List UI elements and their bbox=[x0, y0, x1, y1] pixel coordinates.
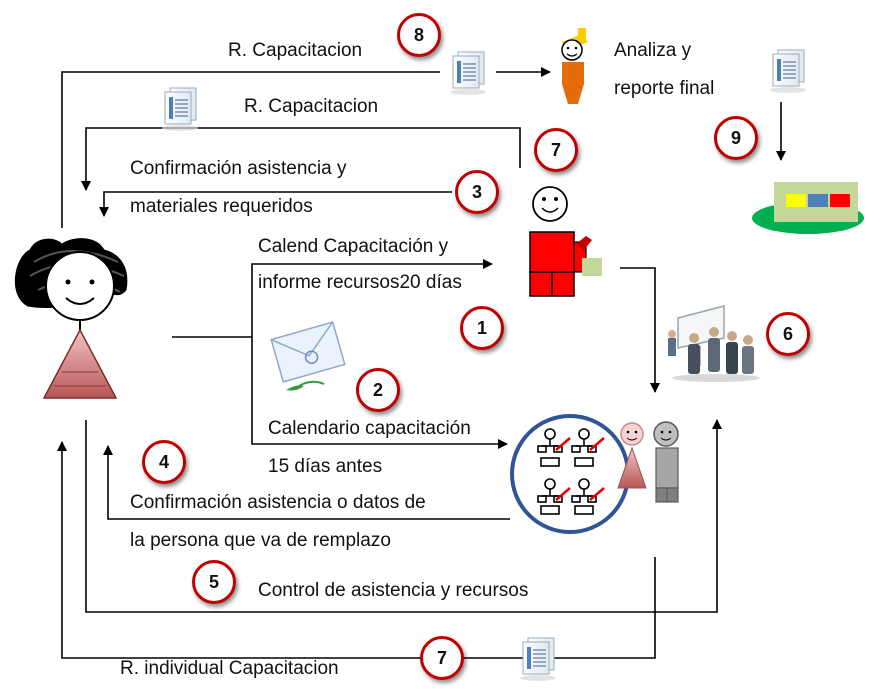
participant-man-icon bbox=[653, 421, 679, 503]
org-chart-icon bbox=[571, 478, 597, 515]
participants-group bbox=[510, 414, 630, 534]
org-chart-icon bbox=[537, 428, 563, 467]
label-calendario-capacitacion: Calendario capacitación bbox=[268, 418, 471, 439]
label-r-individual: R. individual Capacitacion bbox=[120, 658, 339, 679]
envelope-icon bbox=[270, 321, 346, 391]
document-icon bbox=[161, 87, 199, 132]
label-r-capacitacion-2: R. Capacitacion bbox=[244, 96, 379, 117]
woman-actor-icon bbox=[14, 238, 128, 399]
document-icon bbox=[449, 51, 487, 96]
arrow-calend-capacitacion bbox=[251, 259, 493, 337]
step-badge-5: 5 bbox=[192, 560, 236, 604]
step-badge-6: 6 bbox=[766, 312, 810, 356]
arrow-calendario-15-dias bbox=[251, 337, 508, 449]
man-actor-icon bbox=[529, 186, 602, 297]
report-board-icon bbox=[752, 182, 864, 234]
analyst-actor-icon bbox=[561, 28, 588, 104]
label-r-capacitacion-top: R. Capacitacion bbox=[228, 40, 363, 61]
label-reporte-final: reporte final bbox=[614, 78, 715, 99]
participant-woman-icon bbox=[617, 422, 647, 489]
arrow-r-capacitacion-top bbox=[61, 71, 440, 228]
arrow-confirmacion-reemplazo bbox=[103, 445, 510, 520]
arrow-r-capacitacion-man bbox=[81, 127, 521, 191]
arrow-control-asistencia bbox=[85, 419, 722, 613]
step-badge-3: 3 bbox=[455, 170, 499, 214]
step-badge-2: 2 bbox=[356, 368, 400, 412]
label-analiza: Analiza y bbox=[614, 40, 692, 61]
label-confirmacion-asistencia: Confirmación asistencia y bbox=[130, 158, 347, 179]
label-calend-capacitacion: Calend Capacitación y bbox=[258, 236, 449, 257]
arrow-man-to-group bbox=[620, 267, 660, 393]
document-icon bbox=[769, 49, 807, 94]
label-persona-remplazo: la persona que va de remplazo bbox=[130, 530, 391, 551]
step-badge-9: 9 bbox=[714, 116, 758, 160]
step-badge-1: 1 bbox=[460, 306, 504, 350]
step-badge-8: 8 bbox=[397, 13, 441, 57]
step-badge-7-bottom: 7 bbox=[420, 636, 464, 680]
arrow-confirmacion-materiales bbox=[99, 191, 452, 217]
step-badge-4: 4 bbox=[142, 440, 186, 484]
connector-lines bbox=[57, 67, 786, 659]
team-group-icon bbox=[672, 327, 760, 382]
label-15-dias: 15 días antes bbox=[268, 456, 383, 477]
arrow-r-individual bbox=[57, 441, 656, 659]
label-materiales-requeridos: materiales requeridos bbox=[130, 196, 313, 217]
label-informe-recursos: informe recursos20 días bbox=[258, 272, 462, 293]
org-chart-icon bbox=[537, 478, 563, 515]
step-badge-7-top: 7 bbox=[534, 128, 578, 172]
document-icon bbox=[519, 637, 557, 682]
org-chart-icon bbox=[571, 428, 597, 467]
label-control-asistencia: Control de asistencia y recursos bbox=[258, 580, 529, 601]
label-confirmacion-reemplazo: Confirmación asistencia o datos de bbox=[130, 492, 426, 513]
